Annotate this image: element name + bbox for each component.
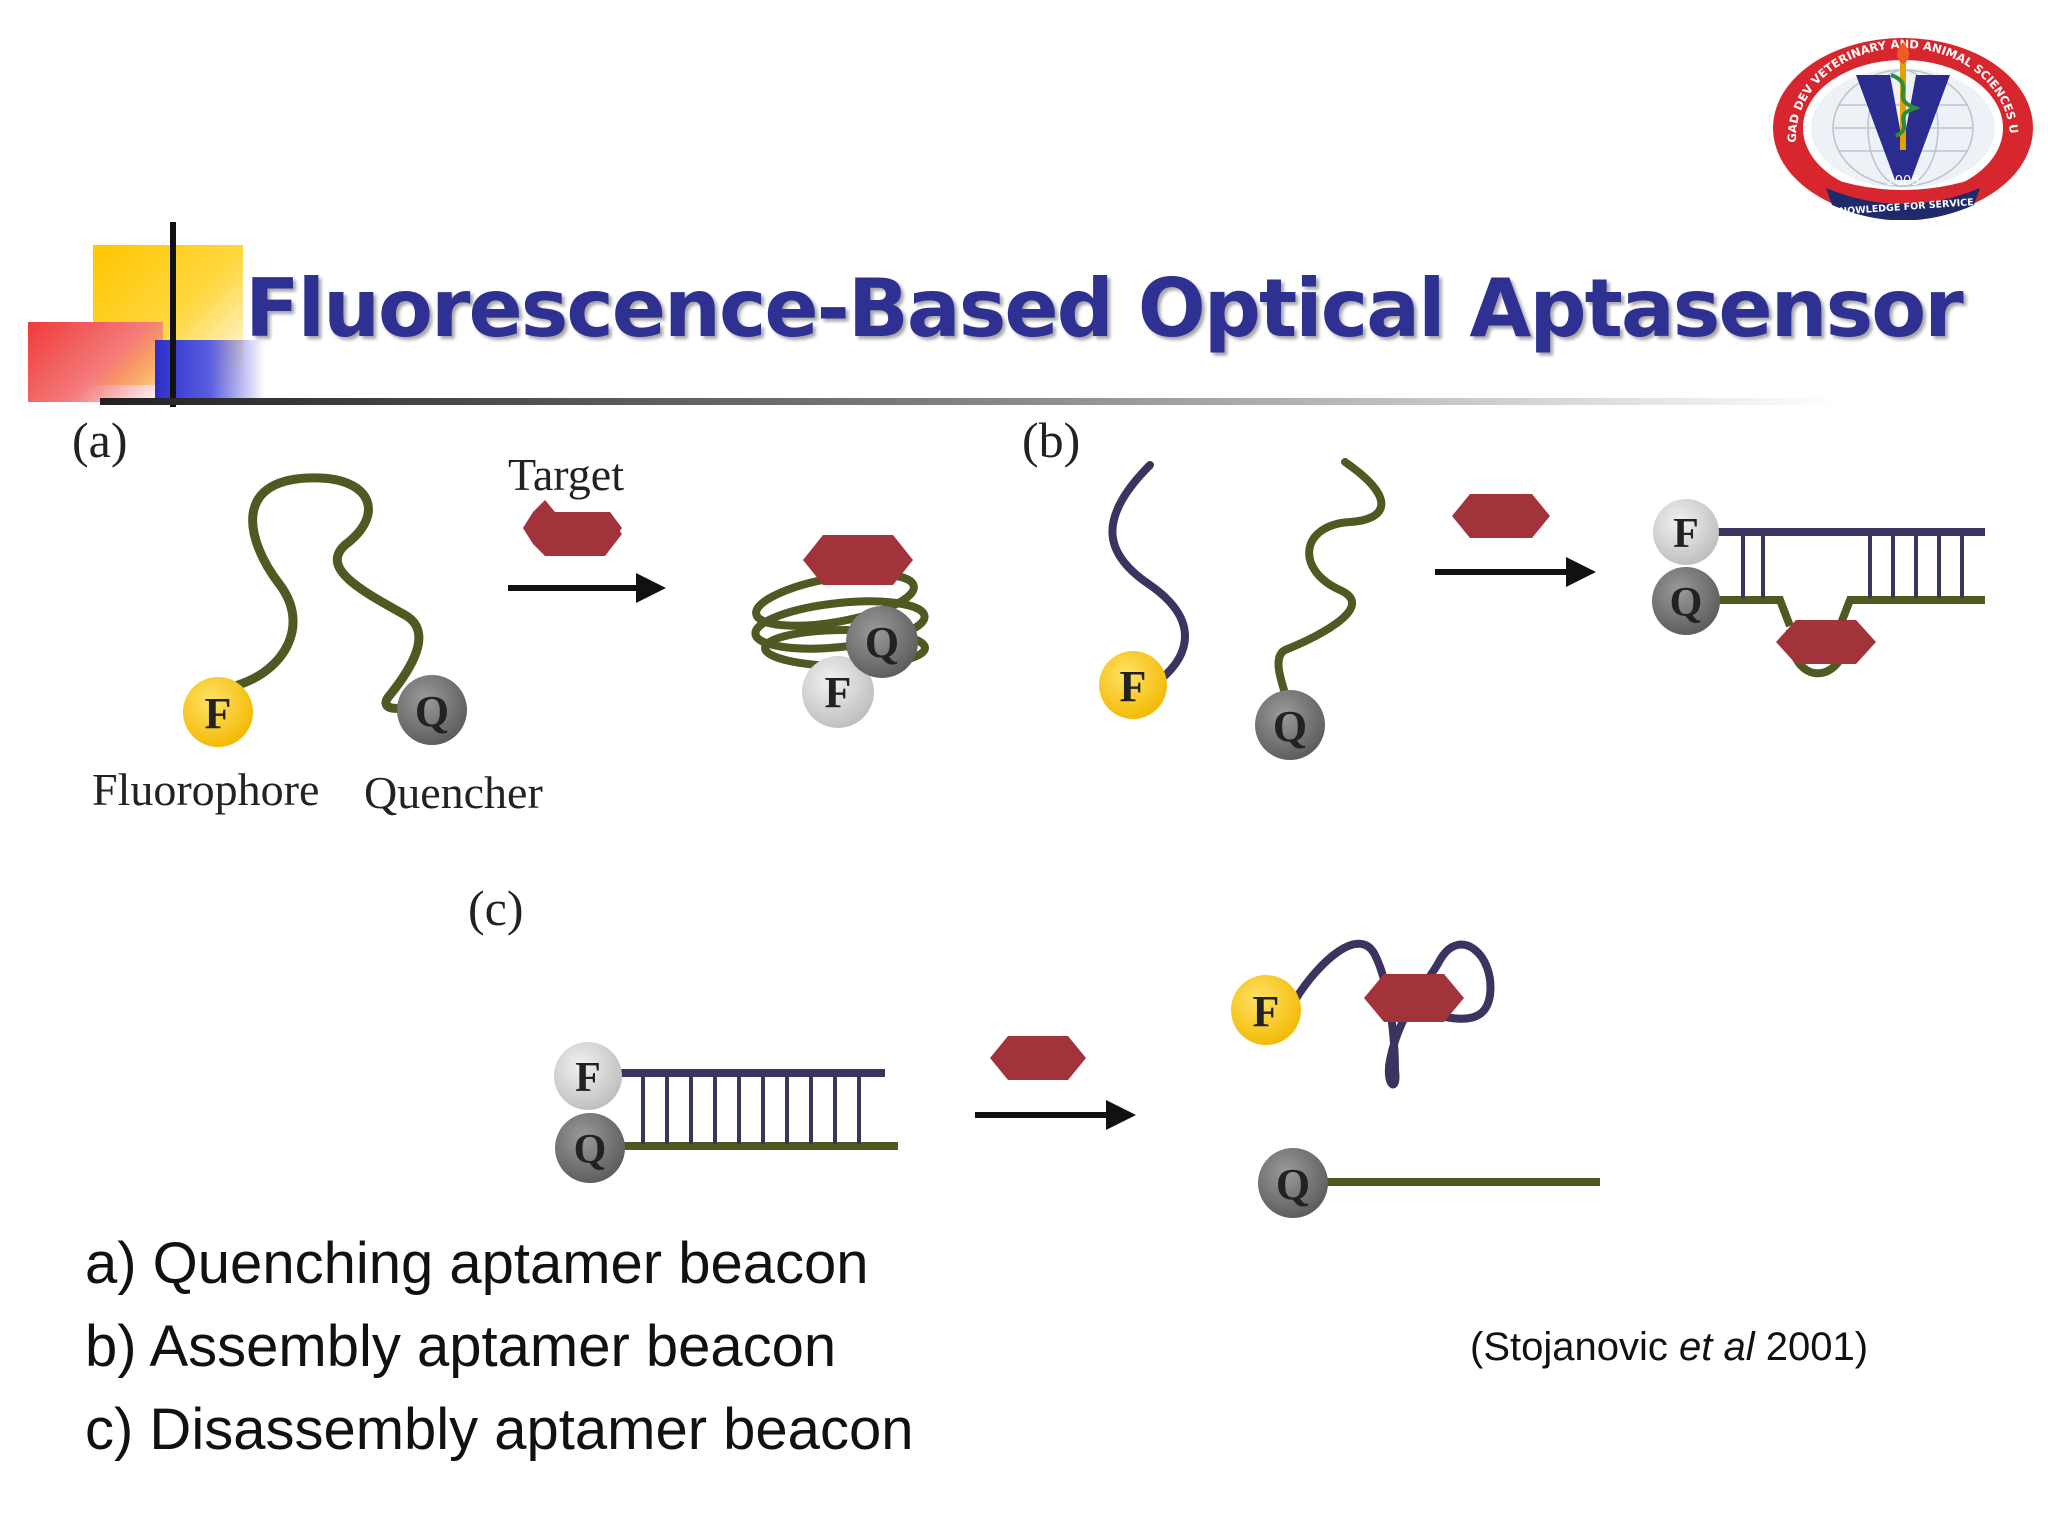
fluorophore-a: F [183,677,253,747]
citation: (Stojanovic et al 2001) [1470,1325,1868,1370]
fluorophore-b: F [1099,651,1167,719]
strand-purple-b [1108,461,1189,684]
fluorophore-c-letter: F [575,1055,601,1101]
fluorophore-a-letter: F [205,689,232,738]
fluorophore-label: Fluorophore [92,764,319,815]
university-logo: GURU ANGAD DEV VETERINARY AND ANIMAL SCI… [1768,20,2033,220]
quencher-b-letter: Q [1273,702,1307,751]
decor-vertical-line [170,222,176,407]
caption-c: c) Disassembly aptamer beacon [85,1397,914,1462]
title-underline [100,398,1840,405]
quencher-a-bound-letter: Q [865,618,899,667]
target-molecule-b-bound [1776,620,1876,664]
citation-italic: et al [1678,1325,1755,1369]
target-molecule-a-bound [803,535,913,585]
assembled-complex-b: F Q [1652,499,1985,678]
citation-after: 2001) [1754,1325,1869,1369]
quencher-label: Quencher [364,767,543,818]
quencher-a: Q [397,675,467,745]
target-label: Target [508,449,624,500]
disassembled-c: F Q [1231,939,1600,1218]
aptamer-strand-b [1274,458,1386,714]
quencher-a-letter: Q [415,687,449,736]
panel-c-label: (c) [468,880,524,936]
panel-b-label: (b) [1022,412,1080,468]
aptamer-target-complex-c [1291,939,1495,1089]
bound-aptamer-a: F Q [751,535,929,728]
quencher-b: Q [1255,690,1325,760]
decor-red-square [28,322,163,402]
citation-before: (Stojanovic [1470,1325,1679,1369]
logo-year: 2005 [1886,174,1919,189]
fluorophore-b-letter: F [1120,662,1147,711]
caption-a: a) Quenching aptamer beacon [85,1231,869,1296]
quencher-c-letter: Q [574,1127,607,1173]
fluorophore-c-free-letter: F [1253,987,1280,1036]
target-molecule-c-bound [1364,974,1464,1022]
fluorophore-a-bound-letter: F [825,668,852,717]
target-molecule-b [1452,494,1550,538]
fluorophore-b-bound-letter: F [1673,511,1699,557]
caption-b: b) Assembly aptamer beacon [85,1314,837,1379]
target-molecule-a-shape [528,512,622,556]
panel-a-label: (a) [72,412,128,468]
quencher-b-bound-letter: Q [1670,580,1703,626]
page-title: Fluorescence-Based Optical Aptasensor [245,262,1964,355]
quencher-c-free-letter: Q [1276,1160,1310,1209]
duplex-c: F Q [554,1042,898,1183]
caption-list: a) Quenching aptamer beacon b) Assembly … [85,1222,913,1471]
target-molecule-c [990,1036,1086,1080]
aptamer-strand-a [233,473,424,713]
